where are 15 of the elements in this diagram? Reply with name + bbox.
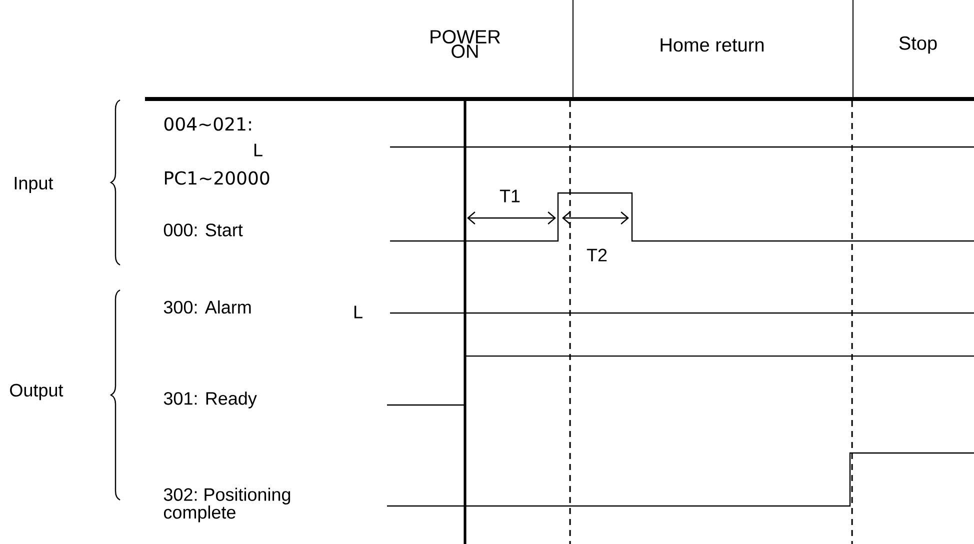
header-label: Stop xyxy=(899,36,937,54)
signal-label: 000: Start xyxy=(164,224,243,236)
signal-label: 301: Ready xyxy=(164,392,257,408)
level-label: L xyxy=(254,144,262,156)
signal-label: 300: Alarm xyxy=(164,300,251,314)
group-label: Input xyxy=(14,176,54,194)
header-label: POWER ON xyxy=(430,30,500,58)
signal-label: PC1∼20000 xyxy=(164,171,270,185)
level-label: L xyxy=(354,306,362,318)
time-label: T1 xyxy=(500,190,520,202)
group-label: Output xyxy=(10,384,64,400)
signal-label: 302: Positioning complete xyxy=(164,488,290,522)
header-label: Home return xyxy=(660,38,764,52)
time-label: T2 xyxy=(586,248,607,262)
signal-label: 004∼021: xyxy=(164,117,251,131)
